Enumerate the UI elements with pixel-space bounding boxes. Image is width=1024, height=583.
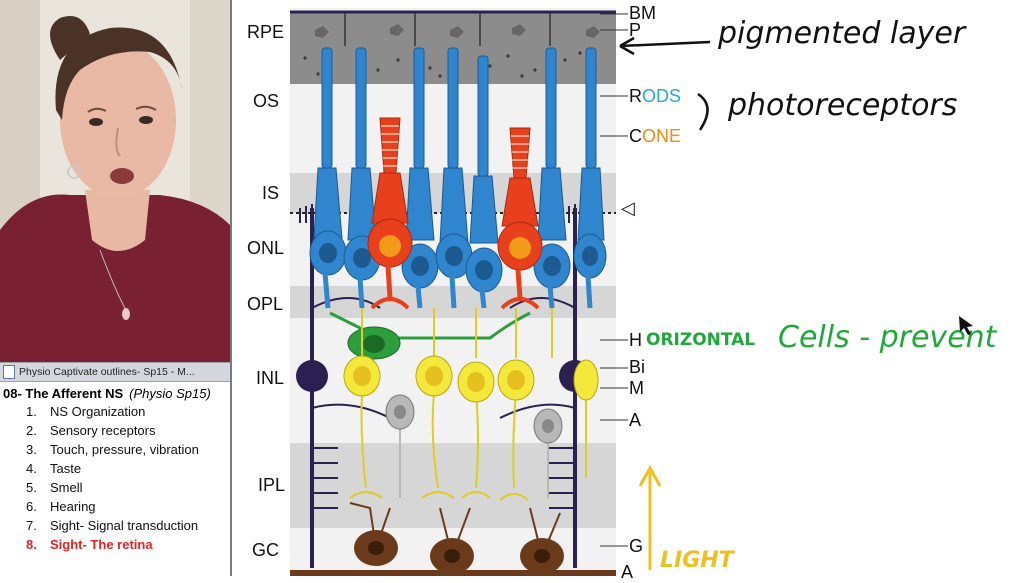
layer-label-is: IS xyxy=(262,183,280,203)
annotation-photoreceptors: photoreceptors xyxy=(728,88,958,123)
annotation-arrows xyxy=(619,36,711,131)
rod-cells xyxy=(309,47,607,309)
outline-item-label: Touch, pressure, vibration xyxy=(50,442,199,457)
band-ipl xyxy=(290,443,616,528)
layer-label-onl: ONL xyxy=(247,238,285,258)
taskbar-window-title: Physio Captivate outlines- Sp15 - M... xyxy=(19,366,195,378)
outline-item: 6. Hearing xyxy=(0,497,230,516)
outline-item-label: Hearing xyxy=(50,499,96,514)
label-cones-first: C xyxy=(629,126,642,146)
outline-item: 2. Sensory receptors xyxy=(0,421,230,440)
layer-label-ipl: IPL xyxy=(258,475,286,495)
course-outline: 08- The Afferent NS (Physio Sp15) 1. NS Or… xyxy=(0,386,230,554)
taskbar-window-item[interactable]: Physio Captivate outlines- Sp15 - M... xyxy=(0,362,230,382)
muller-cell-body xyxy=(296,360,328,392)
label-bm: BM xyxy=(629,3,656,23)
layer-label-opl: OPL xyxy=(247,294,284,314)
outline-item-active: 8. Sight- The retina xyxy=(0,535,230,554)
annotation-horizontal: ORIZONTAL xyxy=(646,330,756,350)
webcam-video xyxy=(0,0,230,362)
outline-item-label: NS Organization xyxy=(50,404,146,419)
label-a: A xyxy=(629,410,642,430)
label-bi: Bi xyxy=(629,357,646,377)
layer-label-inl: INL xyxy=(256,368,285,388)
outline-item-number: 8. xyxy=(26,537,37,552)
light-arrow-icon xyxy=(638,464,662,570)
outline-item-label: Taste xyxy=(50,461,82,476)
retina-diagram xyxy=(290,8,616,576)
document-icon xyxy=(3,365,15,379)
layer-label-gc: GC xyxy=(252,540,279,560)
pen-cursor-icon xyxy=(959,316,973,335)
left-panel: Physio Captivate outlines- Sp15 - M... 0… xyxy=(0,0,232,576)
arrow-left-icon xyxy=(619,36,711,56)
outline-item-label: Sight- The retina xyxy=(50,537,153,552)
outline-item-number: 6. xyxy=(26,499,37,514)
layer-label-rpe: RPE xyxy=(247,22,285,42)
annotation-light: LIGHT xyxy=(660,548,734,573)
outline-item: 5. Smell xyxy=(0,478,230,497)
label-g: G xyxy=(629,536,644,556)
outline-item-number: 5. xyxy=(26,480,37,495)
brace-icon xyxy=(697,92,709,131)
label-olm: ◁ xyxy=(621,198,635,218)
bipolar-cells xyxy=(343,308,599,501)
outline-title-subtitle: (Physio Sp15) xyxy=(129,386,211,401)
outline-item-label: Smell xyxy=(50,480,83,495)
ganglion-cells xyxy=(290,502,616,576)
outline-item: 4. Taste xyxy=(0,459,230,478)
outline-item-number: 7. xyxy=(26,518,37,533)
label-rods-rest: ODS xyxy=(642,86,682,106)
layer-label-os: OS xyxy=(253,91,280,111)
outline-item: 1. NS Organization xyxy=(0,402,230,421)
label-bottom-cut: A xyxy=(621,562,634,582)
label-m: M xyxy=(629,378,644,398)
presenter-image xyxy=(0,0,230,362)
outline-title-main: 08- The Afferent NS xyxy=(3,386,124,401)
label-rods: RODS xyxy=(629,86,681,107)
label-h: H xyxy=(629,330,642,350)
outline-item-number: 3. xyxy=(26,442,37,457)
outline-item: 3. Touch, pressure, vibration xyxy=(0,440,230,459)
label-cones-rest: ONE xyxy=(642,126,682,146)
outline-item-number: 4. xyxy=(26,461,37,476)
outline-item-number: 1. xyxy=(26,404,37,419)
outline-title: 08- The Afferent NS (Physio Sp15) xyxy=(0,386,230,401)
outline-list: 1. NS Organization 2. Sensory receptors 3.… xyxy=(0,402,230,554)
annotation-pigmented-layer: pigmented layer xyxy=(718,16,966,51)
label-leader-lines xyxy=(600,13,628,547)
label-p: P xyxy=(629,20,642,40)
outline-item-number: 2. xyxy=(26,423,37,438)
cone-cells xyxy=(367,117,543,310)
outline-item-label: Sight- Signal transduction xyxy=(50,518,199,533)
outline-item: 7. Sight- Signal transduction xyxy=(0,516,230,535)
label-cones: CONE xyxy=(629,126,681,147)
amacrine-cells xyxy=(385,394,563,498)
outline-item-label: Sensory receptors xyxy=(50,423,156,438)
label-rods-first: R xyxy=(629,86,642,106)
